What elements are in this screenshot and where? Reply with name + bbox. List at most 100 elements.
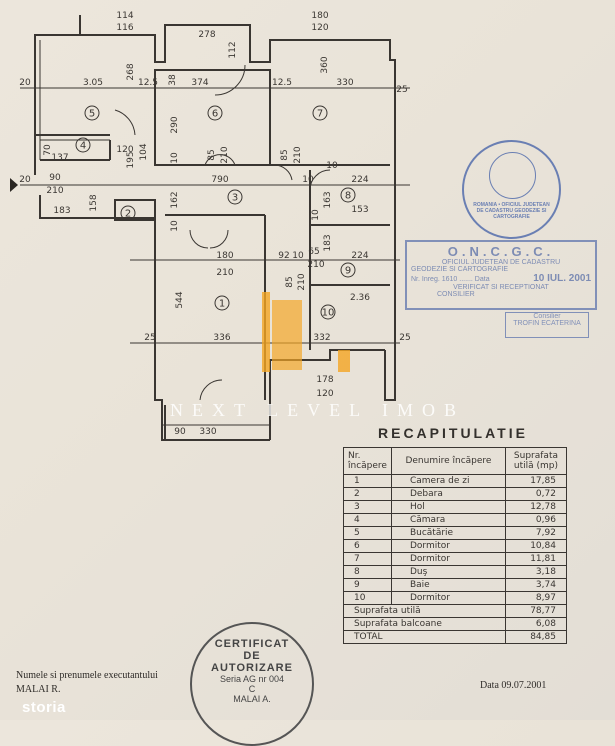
cell-nr: 2 xyxy=(343,487,392,501)
dimension-label: 210 xyxy=(293,146,303,163)
cell-area: 0,96 xyxy=(504,513,567,527)
dimension-label: 90 xyxy=(49,173,61,183)
dimension-label: 360 xyxy=(320,56,330,73)
executant-name: MALAI R. xyxy=(16,684,61,695)
cell-area: 0,72 xyxy=(504,487,567,501)
dimension-label: 183 xyxy=(53,206,70,216)
dimension-label: 104 xyxy=(139,143,149,160)
cell-nr: 7 xyxy=(343,552,392,566)
room-marker-circle xyxy=(320,304,336,320)
dimension-label: 10 xyxy=(326,161,338,171)
col-name: Denumire încăpere xyxy=(390,447,506,475)
col-area: Suprafata utilă (mp) xyxy=(504,447,567,475)
dimension-label: 112 xyxy=(228,41,238,58)
room-number: 5 xyxy=(89,109,95,120)
recap-title: RECAPITULATIE xyxy=(378,425,528,441)
cell-area: 10,84 xyxy=(504,539,567,553)
oncgc-line: GEODEZIE SI CARTOGRAFIE xyxy=(411,266,508,273)
dimension-label: 330 xyxy=(336,78,353,88)
cell-area: 12,78 xyxy=(504,500,567,514)
dimension-label: 25 xyxy=(396,85,407,95)
dimension-label: 224 xyxy=(351,251,368,261)
dimension-label: 85 xyxy=(280,149,290,160)
dimension-label: 158 xyxy=(89,194,99,211)
cell-nr: 10 xyxy=(343,591,392,605)
dimension-label: 25 xyxy=(144,333,155,343)
logo-watermark xyxy=(262,292,350,372)
room-number: 6 xyxy=(212,109,218,120)
cert-name: MALAI A. xyxy=(233,694,271,704)
dimension-label: 10 xyxy=(170,220,180,232)
room-marker-circle xyxy=(227,189,243,205)
dimension-label: 10 xyxy=(292,251,304,261)
dimension-label: 210 xyxy=(307,260,324,270)
room-marker-circle xyxy=(75,137,91,153)
room-marker-circle xyxy=(207,105,223,121)
cell-nr: 9 xyxy=(343,578,392,592)
room-number: 4 xyxy=(80,141,86,152)
cell-name: Bucătărie xyxy=(390,526,506,540)
room-marker-circle xyxy=(312,105,328,121)
consilier-label: Consilier xyxy=(533,313,561,320)
oncgc-line: Nr. Inreg. 1610 ....... Data xyxy=(411,276,490,283)
entrance-arrow-icon xyxy=(10,178,18,192)
cert-aut: AUTORIZARE xyxy=(211,662,293,674)
room-number: 2 xyxy=(125,209,131,220)
dimension-label: 12.5 xyxy=(138,78,158,88)
room-number: 8 xyxy=(345,191,351,202)
cell-area: 7,92 xyxy=(504,526,567,540)
dimension-label: 290 xyxy=(170,116,180,133)
dimension-label: 2.36 xyxy=(350,293,370,303)
room-number: 7 xyxy=(317,109,323,120)
dimension-label: 210 xyxy=(297,273,307,290)
coat-of-arms-icon xyxy=(489,152,536,199)
dimension-label: 544 xyxy=(175,291,185,308)
useful-value: 78,77 xyxy=(504,604,567,618)
cert-title: CERTIFICAT xyxy=(214,638,290,650)
dimension-label: 90 xyxy=(174,427,186,437)
dimension-label: 3.05 xyxy=(83,78,103,88)
dimension-label: 114 xyxy=(116,11,133,21)
dimension-label: 210 xyxy=(46,186,63,196)
total-value: 84,85 xyxy=(504,630,567,644)
cell-nr: 5 xyxy=(343,526,392,540)
dimension-label: 790 xyxy=(211,175,228,185)
cert-de: DE xyxy=(243,650,261,662)
cell-name: Debara xyxy=(390,487,506,501)
dimension-label: 178 xyxy=(316,375,333,385)
authorization-stamp: CERTIFICAT DE AUTORIZARE Seria AG nr 004… xyxy=(190,622,314,746)
cert-series: Seria AG nr 004 xyxy=(219,674,285,684)
cell-area: 8,97 xyxy=(504,591,567,605)
room-marker-circle xyxy=(120,205,136,221)
dimension-label: 278 xyxy=(198,30,215,40)
dimension-label: 65 xyxy=(308,247,319,257)
dimension-label: 120 xyxy=(116,145,133,155)
cell-nr: 4 xyxy=(343,513,392,527)
cell-name: Baie xyxy=(390,578,506,592)
watermark-text: NEXT LEVEL IMOB xyxy=(170,400,465,420)
cert-c: C xyxy=(248,684,256,694)
oncgc-line: VERIFICAT SI RECEPTIONAT xyxy=(453,284,549,291)
cell-nr: 8 xyxy=(343,565,392,579)
oncgc-line: CONSILIER xyxy=(437,291,475,298)
room-number: 10 xyxy=(322,308,335,319)
dimension-label: 163 xyxy=(323,191,333,208)
dimension-label: 85 xyxy=(207,149,217,160)
executant-label: Numele si prenumele executantului xyxy=(16,670,158,681)
cell-name: Cămara xyxy=(390,513,506,527)
room-marker-circle xyxy=(340,262,356,278)
dimension-label: 70 xyxy=(43,144,53,156)
cell-area: 11,81 xyxy=(504,552,567,566)
oncgc-line: OFICIUL JUDETEAN DE CADASTRU xyxy=(441,259,561,266)
cell-nr: 3 xyxy=(343,500,392,514)
oncgc-date: 10 IUL. 2001 xyxy=(533,273,591,284)
room-number: 9 xyxy=(345,266,351,277)
